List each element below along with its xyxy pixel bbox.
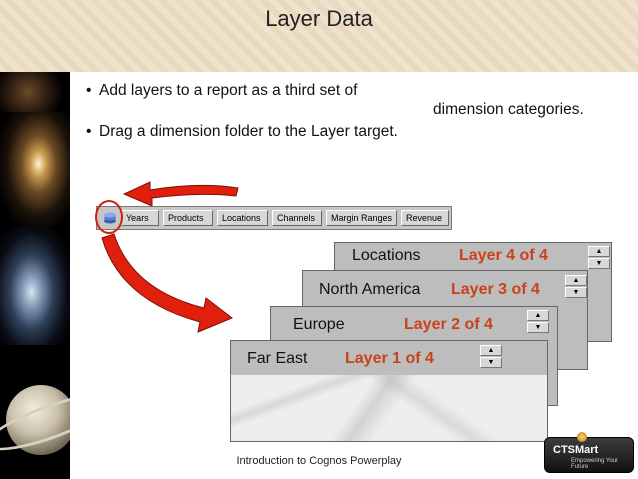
- up-arrow-icon[interactable]: ▲: [588, 246, 610, 257]
- up-arrow-icon[interactable]: ▲: [480, 345, 502, 356]
- image-strip: [0, 72, 70, 479]
- layer-name: Locations: [352, 247, 421, 264]
- down-arrow-icon[interactable]: ▼: [588, 258, 610, 269]
- down-arrow-icon[interactable]: ▼: [565, 287, 587, 298]
- layer-spinner[interactable]: ▲ ▼: [480, 345, 502, 369]
- bullet-1-line-1: Add layers to a report as a third set of: [99, 82, 358, 99]
- arrow-to-icon: [122, 181, 239, 207]
- layer-spinner[interactable]: ▲ ▼: [588, 246, 610, 270]
- dimension-button-locations[interactable]: Locations: [217, 210, 268, 226]
- dimension-button-years[interactable]: Years: [121, 210, 159, 226]
- layer-index: Layer 4 of 4: [459, 247, 548, 264]
- layer-name: Far East: [247, 350, 308, 367]
- dimension-button-margin-ranges[interactable]: Margin Ranges: [326, 210, 397, 226]
- layer-target-highlight: [95, 200, 123, 234]
- layer-name: North America: [319, 281, 421, 298]
- dimension-button-products[interactable]: Products: [163, 210, 213, 226]
- down-arrow-icon[interactable]: ▼: [527, 322, 549, 333]
- layer-spinner[interactable]: ▲ ▼: [527, 310, 549, 334]
- slide-title: Layer Data: [265, 6, 373, 31]
- arrow-to-layers: [101, 233, 233, 333]
- layer-name: Europe: [293, 316, 345, 333]
- layer-index: Layer 1 of 4: [345, 350, 434, 367]
- marble-background: [231, 375, 547, 441]
- logo-sun-icon: [577, 432, 587, 442]
- layer-card-1: Far East Layer 1 of 4 ▲ ▼: [230, 340, 548, 442]
- company-logo: CTSMart Empowering Your Future: [544, 432, 634, 473]
- up-arrow-icon[interactable]: ▲: [565, 275, 587, 286]
- up-arrow-icon[interactable]: ▲: [527, 310, 549, 321]
- bullet-item-2: Drag a dimension folder to the Layer tar…: [86, 123, 584, 142]
- dimension-button-revenue[interactable]: Revenue: [401, 210, 449, 226]
- galaxy-image: [0, 112, 70, 227]
- layer-spinner[interactable]: ▲ ▼: [565, 275, 587, 299]
- layer-index: Layer 3 of 4: [451, 281, 540, 298]
- bullet-list: Add layers to a report as a third set of…: [86, 82, 584, 142]
- bullet-item-1: Add layers to a report as a third set of…: [86, 82, 584, 119]
- dimension-button-channels[interactable]: Channels: [272, 210, 322, 226]
- logo-name: CTSMart: [553, 444, 599, 456]
- layer-index: Layer 2 of 4: [404, 316, 493, 333]
- down-arrow-icon[interactable]: ▼: [480, 357, 502, 368]
- footer-text: Introduction to Cognos Powerplay: [236, 455, 402, 467]
- logo-tagline: Empowering Your Future: [571, 458, 619, 470]
- title-band: Layer Data: [0, 0, 638, 72]
- saturn-image: [0, 345, 70, 479]
- comet-image: [0, 227, 70, 345]
- nebula-image: [0, 72, 70, 112]
- bullet-1-line-2: dimension categories.: [433, 100, 584, 118]
- planet-body: [6, 385, 70, 455]
